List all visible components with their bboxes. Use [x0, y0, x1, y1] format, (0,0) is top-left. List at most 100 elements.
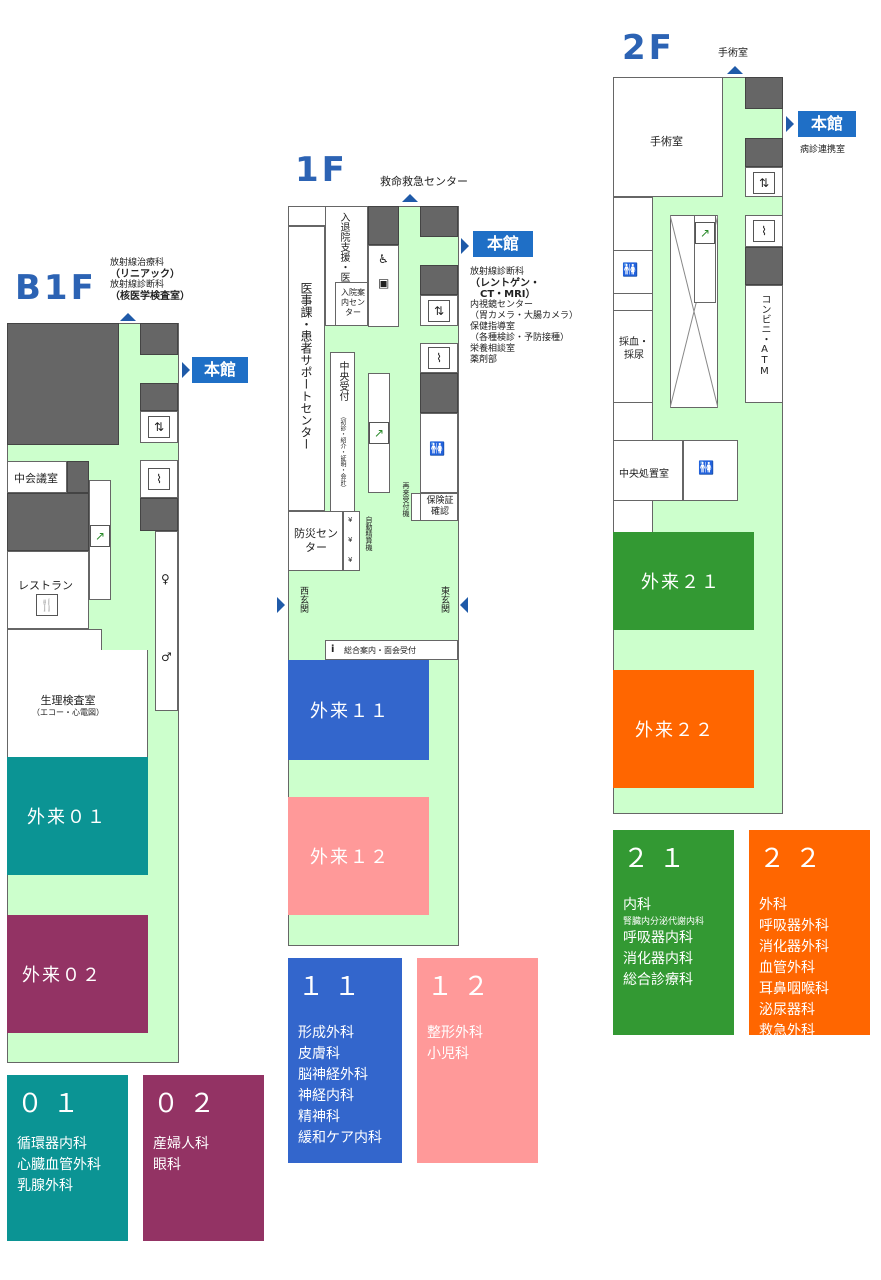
fork-knife-icon: 🍴	[36, 594, 58, 616]
f1-block-11-label: 外来１１	[310, 701, 390, 722]
f1-honkan-arrow	[461, 238, 469, 254]
legend-dept: 精神科	[298, 1109, 340, 1125]
legend-num: ０２	[153, 1089, 226, 1119]
floor-title-b1: B1F	[15, 268, 97, 308]
b1-grey-block	[140, 498, 178, 531]
f1-east-entrance-label: 東玄関	[439, 586, 449, 613]
f1-disaster-label: 防災センター	[294, 527, 338, 554]
f1-west-arrow	[277, 597, 285, 613]
b1-block-01: 外来０１	[7, 757, 148, 875]
legend-dept: 皮膚科	[298, 1046, 340, 1062]
f2-north-arrow	[727, 66, 743, 74]
b1-grey-block	[7, 323, 119, 445]
b1-grey-block	[7, 493, 89, 551]
f1-grey-block	[420, 206, 458, 237]
f1-escalator: ↗	[368, 373, 390, 493]
b1-restroom: ♀ ♂	[155, 531, 178, 711]
legend-dept: 呼吸器外科	[759, 918, 829, 934]
legend-card-02: ０２ 産婦人科 眼科	[143, 1075, 264, 1241]
f2-honkan-label: 本館	[798, 111, 856, 137]
b1-restaurant-label: レストラン	[18, 579, 73, 592]
f1-honkan-label: 本館	[473, 231, 533, 257]
escalator-icon: ↗	[369, 422, 389, 444]
restroom-icon: 🚻	[429, 442, 446, 457]
yen-icon: ¥	[348, 556, 353, 564]
legend-card-11: １１ 形成外科 皮膚科 脳神経外科 神経内科 精神科 緩和ケア内科	[288, 958, 402, 1163]
legend-dept: 呼吸器内科	[623, 930, 693, 946]
b1-grey-block	[140, 383, 178, 411]
legend-dept: 心臓血管外科	[17, 1157, 101, 1173]
f1-note-line: 内視鏡センター	[470, 300, 534, 310]
f1-admission-info: 入院案内センター	[335, 282, 368, 326]
legend-dept: 形成外科	[298, 1025, 354, 1041]
b1-note-line: 放射線診断科	[110, 280, 165, 290]
yen-icon: ¥	[348, 516, 353, 524]
legend-dept: 整形外科	[427, 1025, 483, 1041]
f2-block-21-label: 外来２１	[641, 572, 721, 593]
f1-auto-payment-label: 自動精算機	[365, 516, 373, 551]
f1-note-line: CT・MRI）	[470, 289, 536, 300]
legend-card-21: ２１ 内科 腎臓内分泌代謝内科 呼吸器内科 消化器内科 総合診療科	[613, 830, 734, 1035]
legend-dept: 外科	[759, 897, 787, 913]
f2-surgery: 手術室	[613, 77, 723, 197]
b1-top-note: 放射線治療科 （リニアック） 放射線診断科 （核医学検査室）	[110, 258, 190, 302]
legend-dept: 泌尿器科	[759, 1002, 815, 1018]
f1-medical-affairs: 医事課・患者サポートセンター	[288, 226, 325, 511]
b1-physio-sub: （エコー・心電図）	[32, 708, 104, 717]
f2-elevator: ⇅	[745, 167, 783, 197]
f1-note-line: （レントゲン・	[470, 278, 540, 289]
f2-central-treatment: 中央処置室	[613, 440, 683, 501]
elevator-icon: ⇅	[148, 416, 170, 438]
f2-restroom: 🚻	[613, 250, 653, 294]
legend-card-01: ０１ 循環器内科 心臓血管外科 乳腺外科	[7, 1075, 128, 1241]
f1-note-line: 栄養相談室	[470, 344, 516, 354]
b1-stairs: ⌇	[140, 460, 178, 498]
f1-stairs: ⌇	[420, 343, 458, 373]
f2-blood-room: 採血・採尿	[613, 310, 653, 403]
legend-dept: 産婦人科	[153, 1136, 209, 1152]
person-icon: ♀	[161, 572, 170, 586]
f1-block-11: 外来１１	[288, 660, 429, 760]
f2-blood-label: 採血・採尿	[619, 337, 649, 361]
f2-central-treatment-label: 中央処置室	[619, 469, 669, 480]
f1-info-desk-label: 総合案内・面会受付	[344, 646, 416, 655]
legend-num: ２２	[759, 844, 832, 874]
f1-east-arrow	[460, 597, 468, 613]
restroom-icon: 🚻	[698, 461, 715, 476]
f1-block-12-label: 外来１２	[310, 847, 390, 868]
b1-elevator: ⇅	[140, 411, 178, 443]
legend-dept: 救急外科	[759, 1023, 815, 1039]
b1-note-line: （核医学検査室）	[110, 291, 190, 302]
b1-meeting-room: 中会議室	[7, 461, 67, 493]
b1-north-arrow	[120, 313, 136, 321]
elevator-icon: ⇅	[753, 172, 775, 194]
f1-top-note: 救命救急センター	[380, 175, 468, 188]
legend-num: １１	[298, 972, 371, 1002]
person-icon: ♂	[161, 650, 172, 664]
legend-dept: 乳腺外科	[17, 1178, 73, 1194]
yen-icon: ¥	[348, 536, 353, 544]
f2-honkan-sub: 病診連携室	[800, 145, 846, 155]
b1-grey-block	[67, 461, 89, 493]
f1-side-note: 放射線診断科 （レントゲン・ CT・MRI） 内視鏡センター （胃カメラ・大腸カ…	[470, 267, 578, 366]
f1-central-reception: 中央受付 （初診・紹介・証明・会計）	[330, 352, 355, 512]
f1-note-line: 保健指導室	[470, 322, 516, 332]
f2-block-22: 外来２２	[613, 670, 754, 788]
restroom-icon: 🚻	[622, 263, 639, 278]
legend-dept: 消化器内科	[623, 951, 693, 967]
legend-dept: 血管外科	[759, 960, 815, 976]
b1-block-02: 外来０２	[7, 915, 148, 1033]
elevator-icon: ⇅	[428, 300, 450, 322]
f2-convenience-label: コンビニ・ATM	[759, 294, 770, 377]
f1-nursing: ♿ ▣	[368, 245, 399, 327]
f1-note-line: 放射線診断科	[470, 267, 525, 277]
f2-block-21: 外来２１	[613, 532, 754, 630]
legend-num: ２１	[623, 844, 696, 874]
f1-insurance-label: 保険証確認	[426, 496, 454, 517]
f2-grey-block	[745, 138, 783, 167]
b1-note-line: （リニアック）	[110, 269, 180, 280]
f1-central-reception-label: 中央受付	[337, 361, 348, 401]
baby-icon: ♿	[378, 252, 389, 266]
f2-top-note: 手術室	[718, 48, 748, 59]
f1-central-reception-sub: （初診・紹介・証明・会計）	[339, 413, 346, 491]
